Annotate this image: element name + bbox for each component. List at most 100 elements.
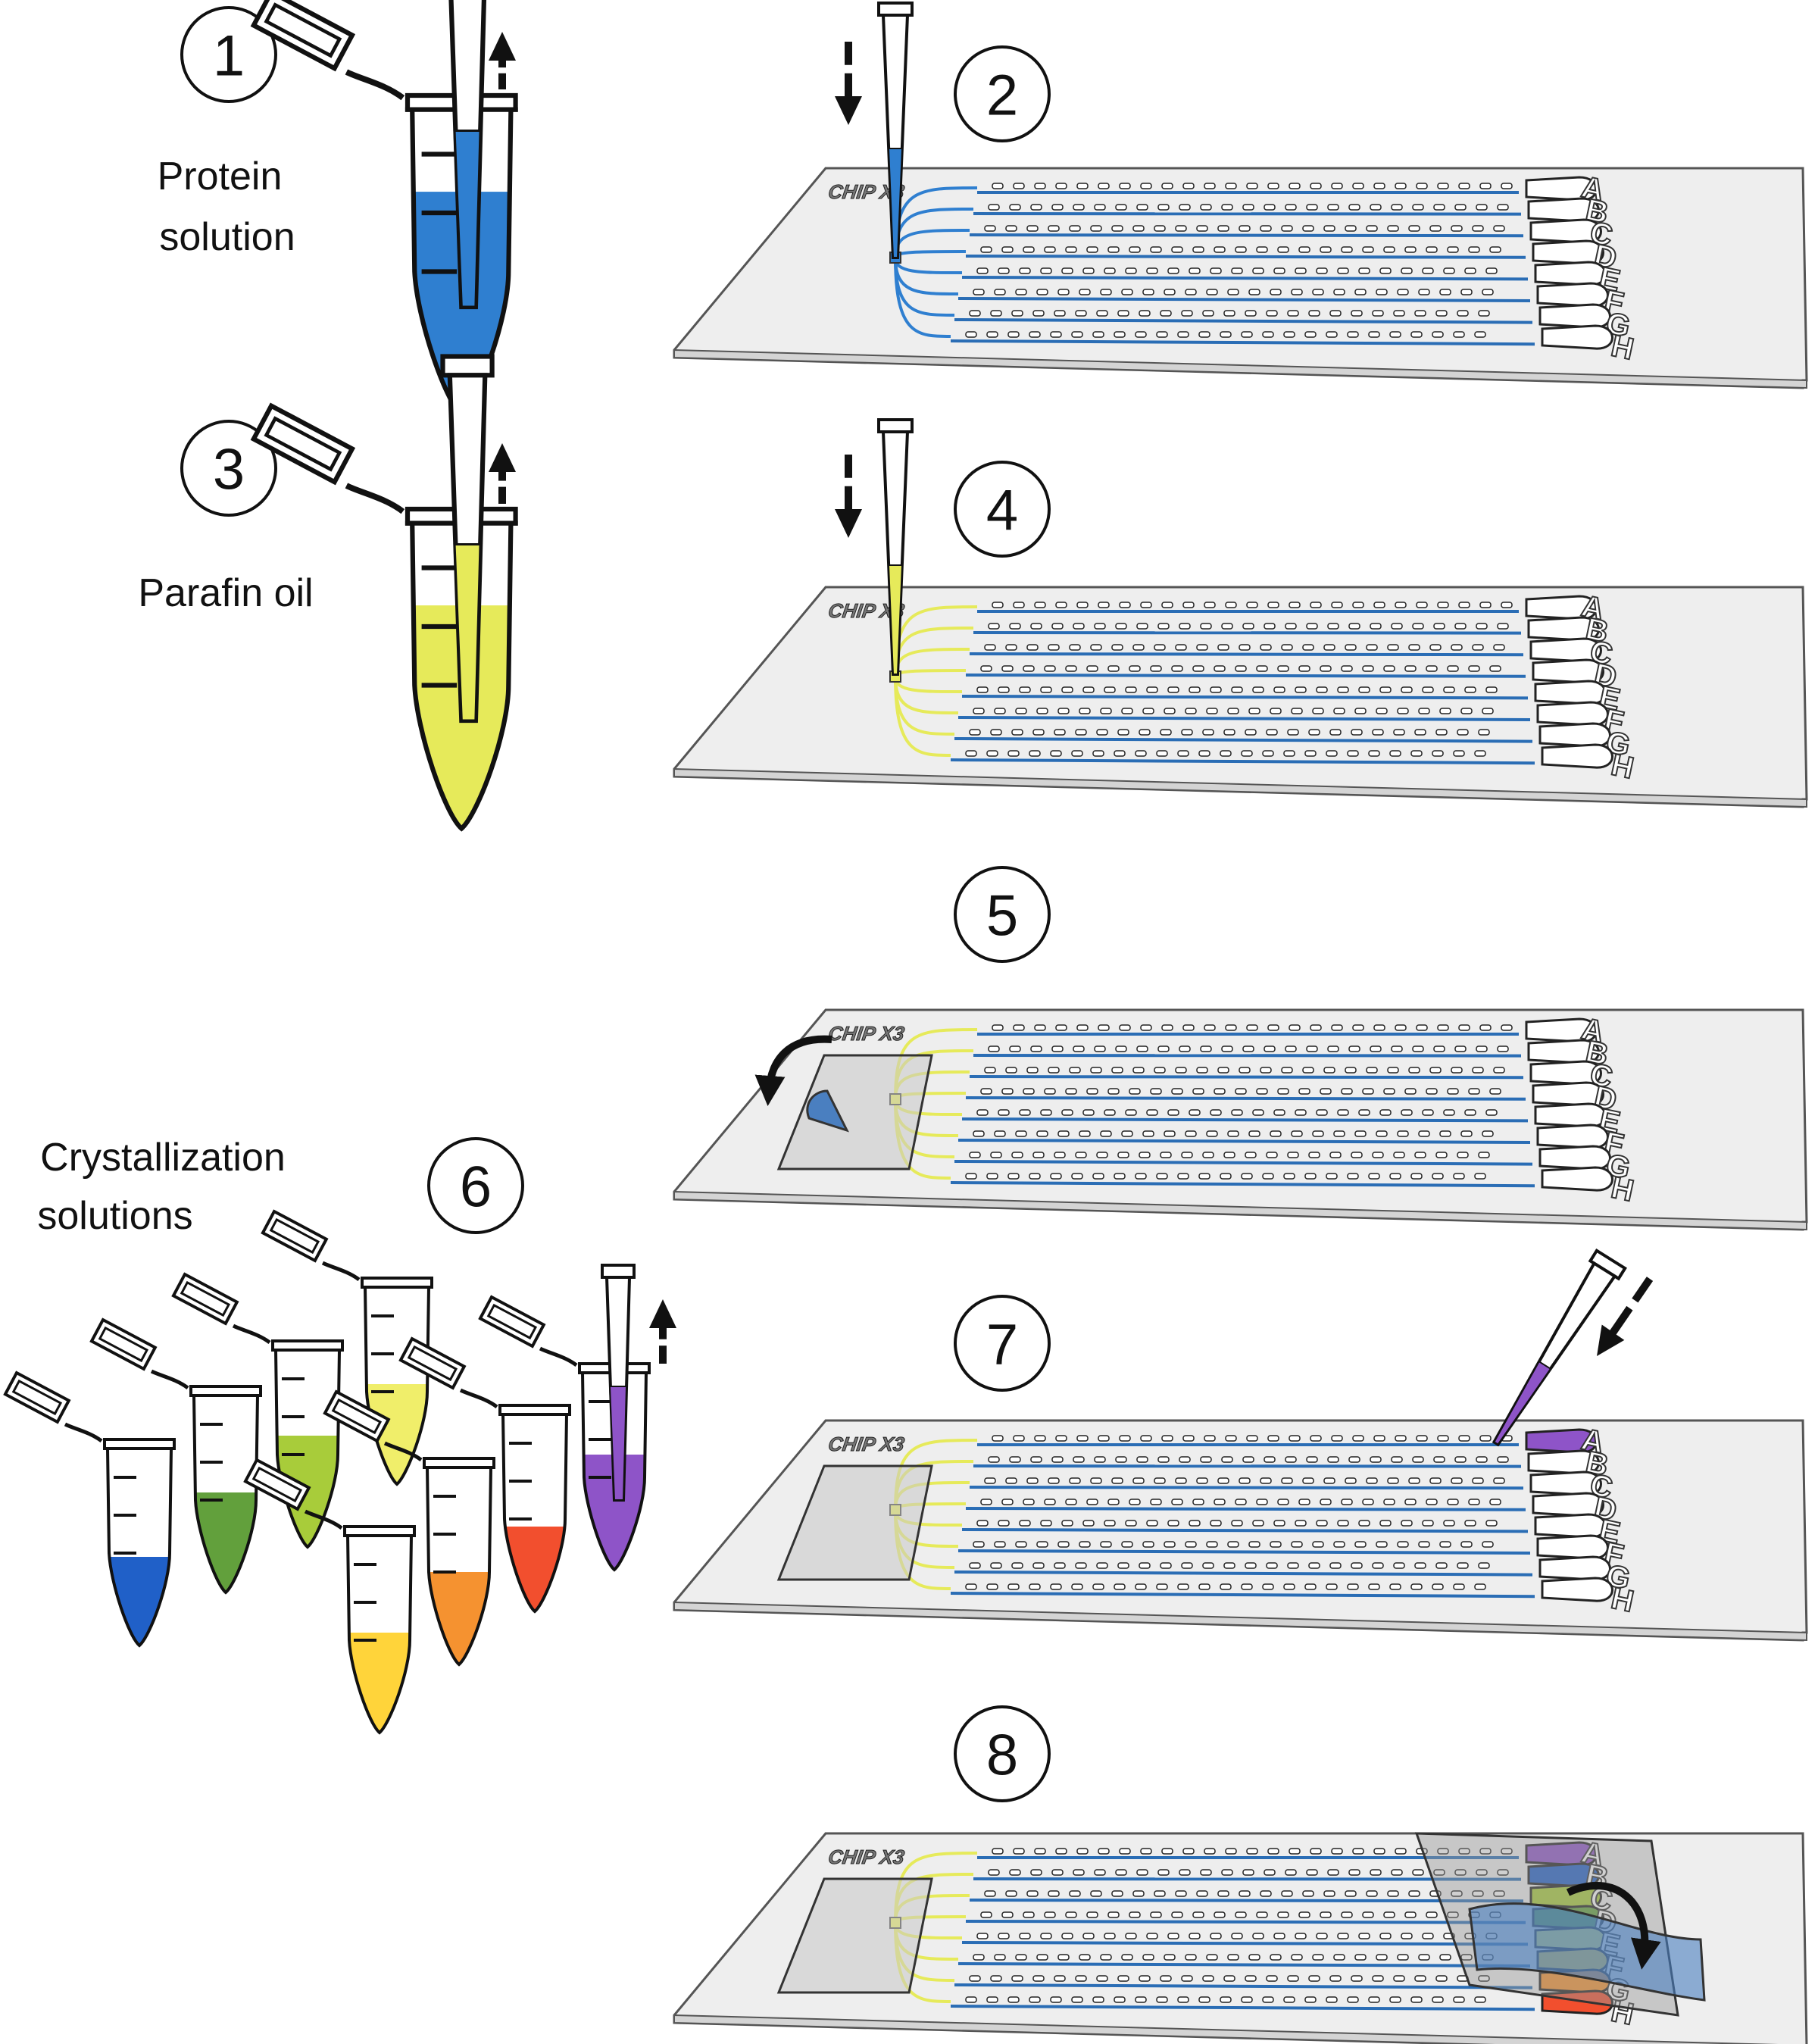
well <box>1001 665 1014 672</box>
well <box>1283 750 1295 757</box>
well <box>988 204 1000 211</box>
feeder-channel <box>894 676 951 757</box>
well <box>1057 1130 1070 1137</box>
well <box>1246 1848 1258 1855</box>
pipette-collar <box>440 354 495 378</box>
well <box>1451 644 1463 651</box>
well-row <box>976 1109 1498 1116</box>
well <box>1281 1890 1293 1897</box>
well <box>1142 1541 1154 1548</box>
well <box>1206 708 1218 714</box>
well <box>1418 1954 1430 1961</box>
curved-arrow-icon <box>754 1035 832 1106</box>
tube-body <box>103 1438 176 1648</box>
well <box>1227 1954 1239 1961</box>
well <box>1289 1848 1301 1855</box>
arrow-head <box>1597 1324 1625 1356</box>
well <box>1111 644 1123 651</box>
well <box>1217 1477 1229 1484</box>
well <box>1310 183 1322 189</box>
reservoir <box>1534 680 1607 705</box>
well <box>1485 686 1498 693</box>
well <box>1030 1869 1042 1876</box>
well <box>1192 1499 1204 1505</box>
well <box>1295 1933 1307 1939</box>
well <box>1347 331 1359 338</box>
pipette-collar <box>877 418 914 433</box>
solution-tube-6 <box>323 1389 495 1667</box>
well <box>1281 225 1293 232</box>
well <box>1348 623 1360 630</box>
well <box>1316 1520 1328 1527</box>
reservoir <box>1541 1166 1613 1192</box>
well <box>998 267 1010 274</box>
well <box>1210 1520 1222 1527</box>
well <box>1273 1520 1285 1527</box>
well <box>965 750 977 757</box>
well <box>1256 1088 1268 1095</box>
well <box>1192 246 1204 253</box>
well <box>1125 267 1137 274</box>
well <box>1154 1067 1166 1074</box>
well <box>1160 1152 1172 1158</box>
well <box>1437 1848 1449 1855</box>
well <box>1379 686 1392 693</box>
well <box>1156 1996 1168 2003</box>
well <box>1289 1024 1301 1031</box>
well <box>1372 310 1384 317</box>
well <box>1181 1562 1193 1569</box>
channel-line <box>954 737 1533 743</box>
well <box>1231 1109 1243 1116</box>
well <box>1312 289 1324 295</box>
well <box>1267 1848 1279 1855</box>
well <box>1426 246 1438 253</box>
well <box>1115 1456 1127 1463</box>
well <box>1139 1975 1151 1982</box>
well <box>1241 1583 1253 1590</box>
well <box>1057 289 1070 295</box>
well <box>1040 1933 1052 1939</box>
well <box>992 183 1004 189</box>
well <box>1231 1520 1243 1527</box>
well <box>1497 204 1509 211</box>
well <box>1239 225 1251 232</box>
well <box>1472 1477 1484 1484</box>
well <box>1079 1954 1091 1961</box>
well <box>1323 1477 1335 1484</box>
well <box>1429 225 1442 232</box>
tubes-layer <box>3 0 676 1735</box>
well <box>988 1045 1000 1052</box>
well <box>1370 204 1382 211</box>
well <box>1246 1024 1258 1031</box>
well <box>1001 1088 1014 1095</box>
well <box>1235 246 1247 253</box>
well <box>1283 1173 1295 1180</box>
well <box>1432 331 1444 338</box>
well <box>1358 1520 1370 1527</box>
well <box>1196 1890 1208 1897</box>
channel-line <box>965 674 1526 678</box>
reservoir <box>1538 722 1611 748</box>
well <box>1015 708 1027 714</box>
well <box>1316 267 1328 274</box>
well <box>1291 289 1303 295</box>
tube-hinge <box>383 1441 423 1462</box>
well <box>1030 1045 1042 1052</box>
well <box>1306 1456 1318 1463</box>
well <box>1329 729 1342 736</box>
well <box>1485 1109 1498 1116</box>
well <box>1412 623 1424 630</box>
well <box>992 602 1004 608</box>
well <box>1291 1954 1303 1961</box>
pipette-liquid <box>887 564 904 675</box>
well <box>1310 1024 1322 1031</box>
well <box>973 1541 985 1548</box>
well <box>976 1933 989 1939</box>
well <box>1256 665 1268 672</box>
well-row <box>965 1996 1486 2003</box>
well <box>1372 1975 1384 1982</box>
well <box>1246 1435 1258 1442</box>
well <box>1011 729 1023 736</box>
well <box>1464 1109 1476 1116</box>
well <box>1478 1562 1490 1569</box>
